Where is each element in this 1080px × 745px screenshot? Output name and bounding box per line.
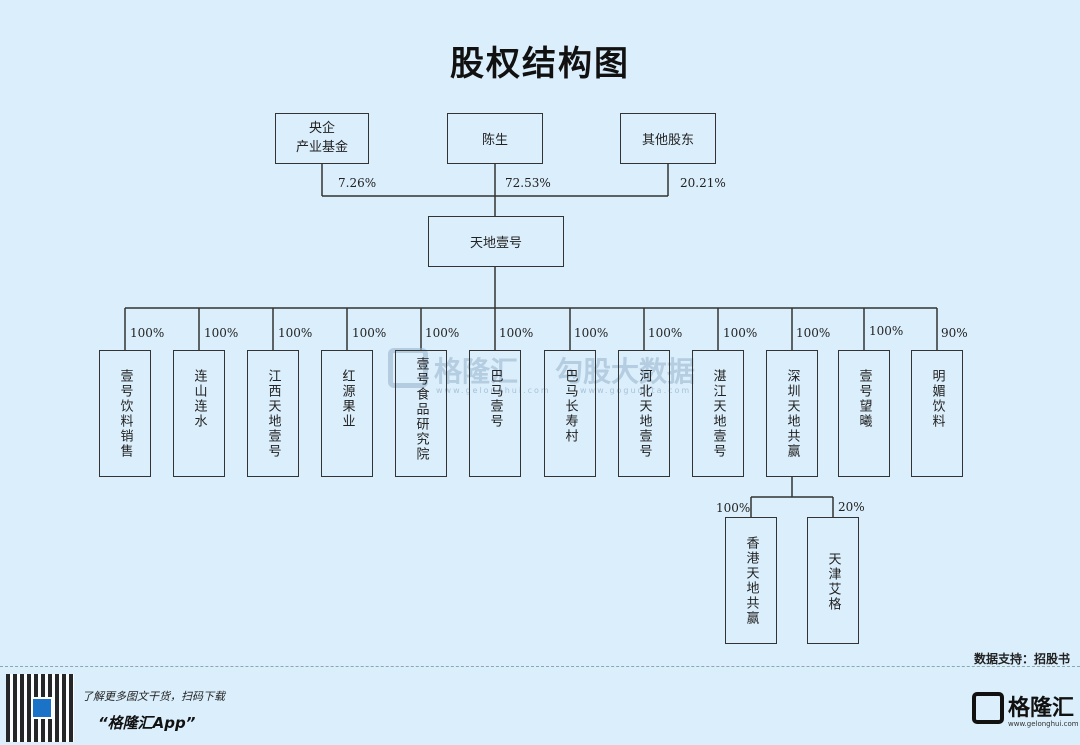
- subsidiary-box: 壹号食品研究院: [395, 350, 447, 477]
- shareholder-box: 央企 产业基金: [275, 113, 369, 164]
- brand-logo-icon: [972, 692, 1004, 724]
- sub-subsidiary-box: 香港天地共赢: [725, 517, 777, 644]
- shareholder-pct: 72.53%: [505, 176, 551, 190]
- shareholder-pct: 7.26%: [338, 176, 377, 190]
- data-source: 数据支持：招股书: [973, 652, 1070, 666]
- promo-app-name: “格隆汇App”: [98, 714, 196, 732]
- shareholder-box: 陈生: [447, 113, 543, 164]
- subsidiary-box: 红源果业: [321, 350, 373, 477]
- subsidiary-box: 连山连水: [173, 350, 225, 477]
- brand-url: www.gelonghui.com: [1008, 720, 1079, 728]
- subsidiary-box: 江西天地壹号: [247, 350, 299, 477]
- subsidiary-pct: 100%: [648, 326, 683, 340]
- subsidiary-pct: 100%: [499, 326, 534, 340]
- subsidiary-pct: 100%: [425, 326, 460, 340]
- subsidiary-box: 明媚饮料: [911, 350, 963, 477]
- promo-text: 了解更多图文干货，扫码下载: [82, 690, 225, 703]
- subsidiary-pct: 90%: [941, 326, 968, 340]
- subsidiary-box: 河北天地壹号: [618, 350, 670, 477]
- subsidiary-box: 巴马长寿村: [544, 350, 596, 477]
- subsidiary-pct: 100%: [130, 326, 165, 340]
- subsidiary-pct: 100%: [204, 326, 239, 340]
- subsidiary-box: 巴马壹号: [469, 350, 521, 477]
- subsidiary-pct: 100%: [723, 326, 758, 340]
- sub-subsidiary-box: 天津艾格: [807, 517, 859, 644]
- company-box: 天地壹号: [428, 216, 564, 267]
- shareholder-pct: 20.21%: [680, 176, 726, 190]
- subsidiary-pct: 100%: [278, 326, 313, 340]
- watermark-brand: 格隆汇: [434, 355, 519, 388]
- sub-subsidiary-pct: 20%: [838, 500, 865, 514]
- subsidiary-box: 深圳天地共赢: [766, 350, 818, 477]
- subsidiary-pct: 100%: [869, 324, 904, 338]
- subsidiary-pct: 100%: [574, 326, 609, 340]
- watermark-brand-2: 勾股大数据: [555, 355, 696, 388]
- watermark-url: www.gelonghui.com: [436, 386, 551, 395]
- footer-divider: [0, 666, 1080, 667]
- subsidiary-box: 壹号饮料销售: [99, 350, 151, 477]
- subsidiary-box: 壹号望曦: [838, 350, 890, 477]
- diagram-title: 股权结构图: [450, 44, 630, 84]
- subsidiary-box: 湛江天地壹号: [692, 350, 744, 477]
- subsidiary-pct: 100%: [796, 326, 831, 340]
- qr-logo-icon: [31, 697, 53, 719]
- watermark-url-2: www.gogudata.com: [580, 386, 692, 395]
- sub-subsidiary-pct: 100%: [716, 501, 751, 515]
- brand-name: 格隆汇: [1008, 696, 1075, 721]
- subsidiary-pct: 100%: [352, 326, 387, 340]
- shareholder-box: 其他股东: [620, 113, 716, 164]
